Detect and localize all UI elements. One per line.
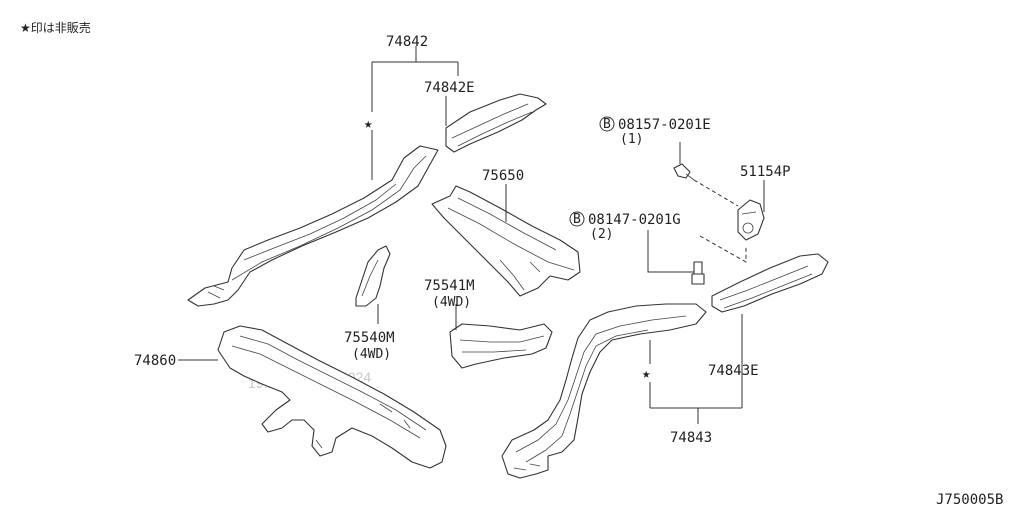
star-marker-74842: ★ [364,116,373,132]
label-75541m: 75541M [424,278,475,294]
bolt-marker-circle [599,116,615,132]
label-74842e: 74842E [424,80,475,96]
label-75540m: 75540M [344,330,395,346]
leader-74843 [649,314,743,424]
part-74842e-panel [445,93,547,153]
bolt-1-marker: B [603,117,611,132]
bolt-2-callout: B 08147-0201G (2) [569,211,681,242]
dash-bolt-1 [693,179,739,207]
bolt-1-callout: B 08157-0201E (1) [599,116,711,147]
bolt-2-qty: (2) [590,227,613,242]
part-75540m-bracket [355,245,391,307]
diagram-code: J750005B [936,492,1003,508]
star-marker-74843: ★ [642,366,651,382]
label-51154p: 51154P [740,164,791,180]
bolt-2-icon [691,261,705,285]
label-75541m-variant: (4WD) [432,295,471,310]
label-74843: 74843 [670,430,712,446]
bolt-1-qty: (1) [620,132,643,147]
bolt-2-marker: B [573,212,581,227]
leader-bolt-2 [647,230,694,273]
bolt-marker-circle [569,211,585,227]
part-74860-member [217,325,447,469]
part-74842-rail [187,145,439,307]
label-74842: 74842 [386,34,428,50]
part-75650-cowl [431,185,581,297]
part-74843e-panel [711,253,829,313]
bolt-2-number: 08147-0201G [588,212,681,228]
part-51154p-bracket [737,199,765,241]
bolt-1-icon [673,163,695,181]
label-74860: 74860 [134,353,176,369]
label-75540m-variant: (4WD) [352,347,391,362]
part-75541m-member [449,323,553,369]
part-74843-rail [501,303,707,479]
dash-bolt-2 [699,235,747,263]
label-74843e: 74843E [708,363,759,379]
label-75650: 75650 [482,168,524,184]
non-sale-note: ★印は非販売 [20,20,91,35]
leader-74842 [371,46,459,180]
bolt-1-number: 08157-0201E [618,117,711,133]
